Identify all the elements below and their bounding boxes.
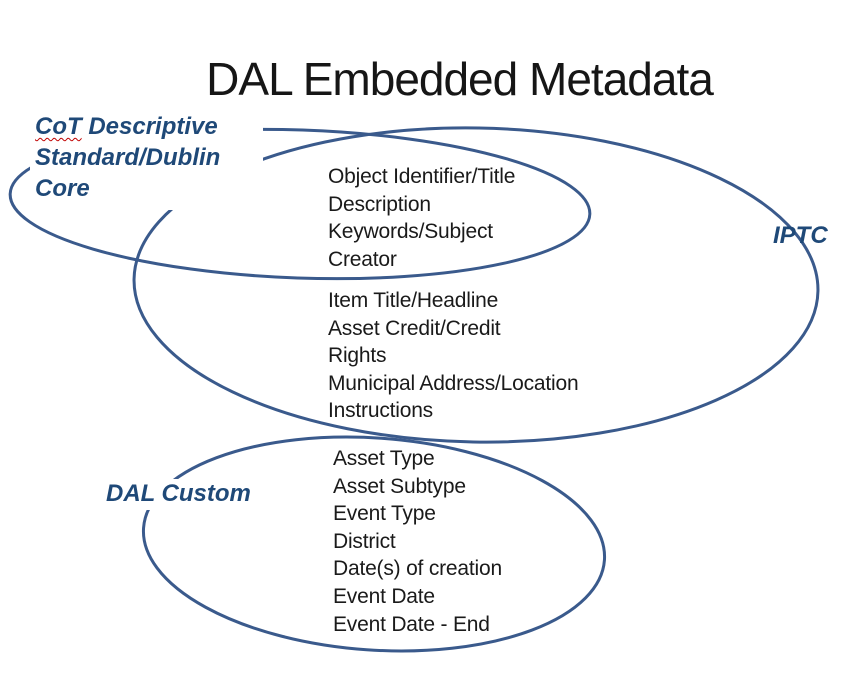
cot-set-label: CoT Descriptive Standard/Dublin Core [30,111,263,210]
list-item: Keywords/Subject [328,220,493,244]
list-item: Item Title/Headline [328,289,499,312]
list-item: Event Date [333,584,435,608]
list-item: Municipal Address/Location [328,371,579,395]
iptc-field-list: Item Title/Headline Asset Credit/Credit … [328,287,579,425]
list-item: Event Date - End [333,612,490,636]
list-item: Description [328,192,431,216]
dal-custom-ellipse [141,435,607,653]
cot-label-line3: Core [35,175,90,202]
list-item: Rights [328,344,387,368]
iptc-ellipse [132,126,820,444]
list-item: Creator [328,247,397,271]
cot-word-with-spellcheck-squiggle: CoT [35,113,82,140]
cot-iptc-shared-field-list: Object Identifier/Title Description Keyw… [328,163,515,273]
dal-custom-set-label: DAL Custom [102,479,259,510]
list-item: Event Type [333,502,436,526]
cot-ellipse [8,127,592,281]
list-item: District [333,529,396,553]
list-item: Asset Subtype [333,474,466,498]
page-title: DAL Embedded Metadata [206,53,714,105]
list-item: Instructions [328,399,433,423]
cot-label-line1-rest: Descriptive [88,113,218,140]
list-item: Object Identifier/Title [328,165,516,188]
dal-custom-field-list: Asset Type Asset Subtype Event Type Dist… [333,445,502,638]
list-item: Asset Type [333,447,435,470]
cot-label-line1: CoT Descriptive [35,111,263,142]
list-item: Date(s) of creation [333,557,502,581]
cot-label-line2: Standard/Dublin [35,144,221,171]
list-item: Asset Credit/Credit [328,316,501,340]
iptc-set-label: IPTC [773,222,828,249]
